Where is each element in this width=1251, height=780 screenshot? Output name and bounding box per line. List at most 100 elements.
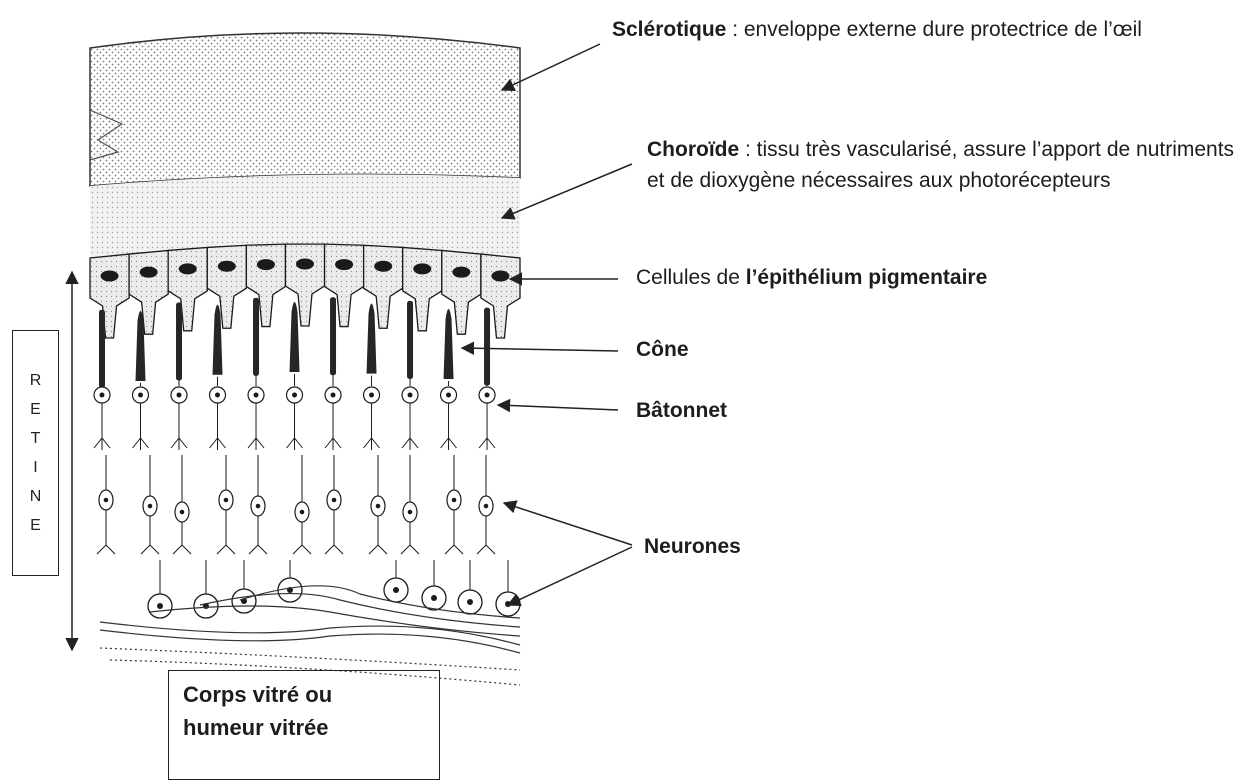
synapse-terminal: [401, 545, 419, 554]
photoreceptor-nucleus: [408, 393, 413, 398]
rod-pointer: [498, 405, 618, 410]
bipolar-nucleus: [300, 510, 305, 515]
ganglion-nucleus: [157, 603, 163, 609]
vitreous-line-2: humeur vitrée: [183, 711, 439, 744]
cone-outer-segment: [290, 302, 300, 372]
epithelium-nucleus: [179, 263, 197, 274]
epithelium-nucleus: [413, 263, 431, 274]
bipolar-nucleus: [180, 510, 185, 515]
epithelium-cell: [90, 254, 129, 338]
rod-label: Bâtonnet: [636, 395, 727, 426]
synapse-terminal: [287, 438, 303, 450]
retina-letter: I: [33, 453, 37, 482]
cone-label: Cône: [636, 334, 689, 365]
synapse-terminal: [171, 438, 187, 450]
synapse-terminal: [402, 438, 418, 450]
bipolar-nucleus: [452, 498, 457, 503]
neuron-layer: [97, 455, 520, 618]
epithelium-cell: [246, 244, 285, 326]
photoreceptor-nucleus: [138, 393, 143, 398]
synapse-terminal: [325, 545, 343, 554]
synapse-terminal: [293, 545, 311, 554]
bipolar-nucleus: [148, 504, 153, 509]
choroid-term: Choroïde: [647, 138, 739, 161]
bipolar-nucleus: [408, 510, 413, 515]
cone-outer-segment: [367, 304, 377, 374]
synapse-terminal: [97, 545, 115, 554]
ganglion-nucleus: [431, 595, 437, 601]
epithelium-label: Cellules de l’épithélium pigmentaire: [636, 262, 1196, 293]
synapse-terminal: [248, 438, 264, 450]
epithelium-nucleus: [101, 271, 119, 282]
synapse-terminal: [477, 545, 495, 554]
epithelium-cell: [207, 245, 246, 328]
synapse-terminal: [210, 438, 226, 450]
rod-outer-segment: [176, 303, 182, 381]
synapse-terminal: [479, 438, 495, 450]
photoreceptor-nucleus: [292, 393, 297, 398]
epithelium-nucleus: [257, 259, 275, 270]
choroid-label: Choroïde : tissu très vascularisé, assur…: [647, 134, 1247, 196]
rod-outer-segment: [99, 310, 105, 388]
ganglion-nucleus: [467, 599, 473, 605]
photoreceptor-nucleus: [215, 393, 220, 398]
photoreceptor-nucleus: [446, 393, 451, 398]
synapse-terminal: [364, 438, 380, 450]
cone-outer-segment: [444, 309, 454, 379]
synapse-terminal: [325, 438, 341, 450]
retina-diagram: [0, 0, 1251, 758]
neurons-pointer-lower: [508, 547, 632, 605]
synapse-terminal: [133, 438, 149, 450]
bipolar-nucleus: [224, 498, 229, 503]
epithelium-cell: [168, 247, 207, 330]
bipolar-nucleus: [376, 504, 381, 509]
photoreceptor-nucleus: [254, 393, 259, 398]
epithelium-cell: [285, 244, 324, 326]
epithelium-nucleus: [140, 267, 158, 278]
synapse-terminal: [173, 545, 191, 554]
vitreous-body-label-box: Corps vitré ou humeur vitrée: [168, 670, 440, 780]
retina-label-box: R E T I N E: [12, 330, 59, 576]
synapse-terminal: [217, 545, 235, 554]
pigment-epithelium: [90, 244, 520, 338]
neurons-pointer-upper: [504, 503, 632, 545]
synapse-terminal: [249, 545, 267, 554]
neurons-label: Neurones: [644, 531, 741, 562]
epithelium-nucleus: [452, 267, 470, 278]
epithelium-nucleus: [374, 261, 392, 272]
vitreous-line-1: Corps vitré ou: [183, 678, 439, 711]
synapse-terminal: [441, 438, 457, 450]
bipolar-nucleus: [484, 504, 489, 509]
epithelium-nucleus: [218, 261, 236, 272]
epithelium-nucleus: [491, 271, 509, 282]
photoreceptor-nucleus: [369, 393, 374, 398]
synapse-terminal: [445, 545, 463, 554]
bipolar-nucleus: [256, 504, 261, 509]
epithelium-prefix: Cellules de: [636, 266, 746, 289]
photoreceptor-nucleus: [331, 393, 336, 398]
sclera-term: Sclérotique: [612, 18, 726, 41]
rod-outer-segment: [484, 308, 490, 386]
sclera-label: Sclérotique : enveloppe externe dure pro…: [612, 14, 1172, 45]
photoreceptor-nucleus: [177, 393, 182, 398]
epithelium-nucleus: [335, 259, 353, 270]
synapse-terminal: [94, 438, 110, 450]
bipolar-nucleus: [332, 498, 337, 503]
retina-letter: E: [30, 511, 41, 540]
photoreceptor-nucleus: [485, 393, 490, 398]
ganglion-nucleus: [393, 587, 399, 593]
choroid-pointer: [502, 164, 632, 218]
epithelium-nucleus: [296, 259, 314, 270]
retina-letter: T: [31, 424, 41, 453]
retina-letter: N: [30, 482, 42, 511]
rod-outer-segment: [407, 301, 413, 379]
sclera-layer: [90, 33, 520, 186]
retina-letter: R: [30, 366, 42, 395]
synapse-terminal: [369, 545, 387, 554]
synapse-terminal: [141, 545, 159, 554]
epithelium-cell: [129, 250, 168, 334]
rod-outer-segment: [330, 297, 336, 375]
bipolar-nucleus: [104, 498, 109, 503]
sclera-description: : enveloppe externe dure protectrice de …: [726, 18, 1142, 41]
retina-letter: E: [30, 395, 41, 424]
